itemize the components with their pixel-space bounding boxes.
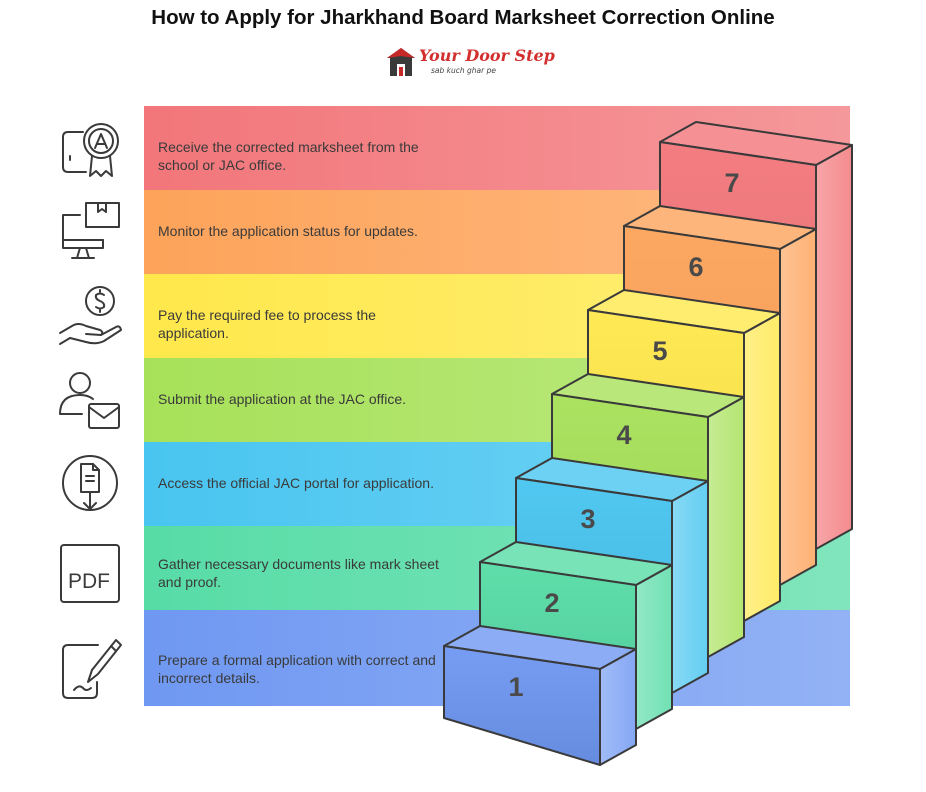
logo-name: Your Door Step bbox=[419, 46, 555, 65]
step-6-number: 6 bbox=[688, 252, 703, 282]
house-icon bbox=[387, 48, 415, 76]
user-mail-icon bbox=[59, 372, 120, 429]
step-7-number: 7 bbox=[724, 168, 739, 198]
step-4-number: 4 bbox=[616, 420, 631, 450]
pdf-file-icon: PDF bbox=[60, 544, 120, 603]
step-1-number: 1 bbox=[508, 672, 523, 702]
step-3-text: Access the official JAC portal for appli… bbox=[158, 475, 434, 491]
svg-text:PDF: PDF bbox=[68, 570, 110, 593]
certificate-icon bbox=[62, 123, 119, 177]
document-download-icon bbox=[62, 455, 118, 511]
step-7-text: Receive the corrected marksheet from the… bbox=[158, 139, 419, 173]
step-2-number: 2 bbox=[544, 588, 559, 618]
step-5-number: 5 bbox=[652, 336, 667, 366]
step-4-text: Submit the application at the JAC office… bbox=[158, 391, 406, 407]
page-title: How to Apply for Jharkhand Board Markshe… bbox=[151, 6, 775, 29]
monitor-box-icon bbox=[62, 202, 120, 259]
step-2-text: Gather necessary documents like mark she… bbox=[158, 556, 439, 590]
step-6-text: Monitor the application status for updat… bbox=[158, 223, 418, 239]
step-3-number: 3 bbox=[580, 504, 595, 534]
step-5-text: Pay the required fee to process the appl… bbox=[158, 307, 376, 341]
stair-step-1: 1 bbox=[443, 625, 637, 766]
brand-logo: Your Door Step sab kuch ghar pe bbox=[385, 44, 555, 84]
step-1-text: Prepare a formal application with correc… bbox=[158, 652, 436, 686]
document-pen-icon bbox=[62, 639, 122, 699]
hand-dollar-icon bbox=[59, 286, 122, 345]
logo-tagline: sab kuch ghar pe bbox=[431, 66, 496, 75]
